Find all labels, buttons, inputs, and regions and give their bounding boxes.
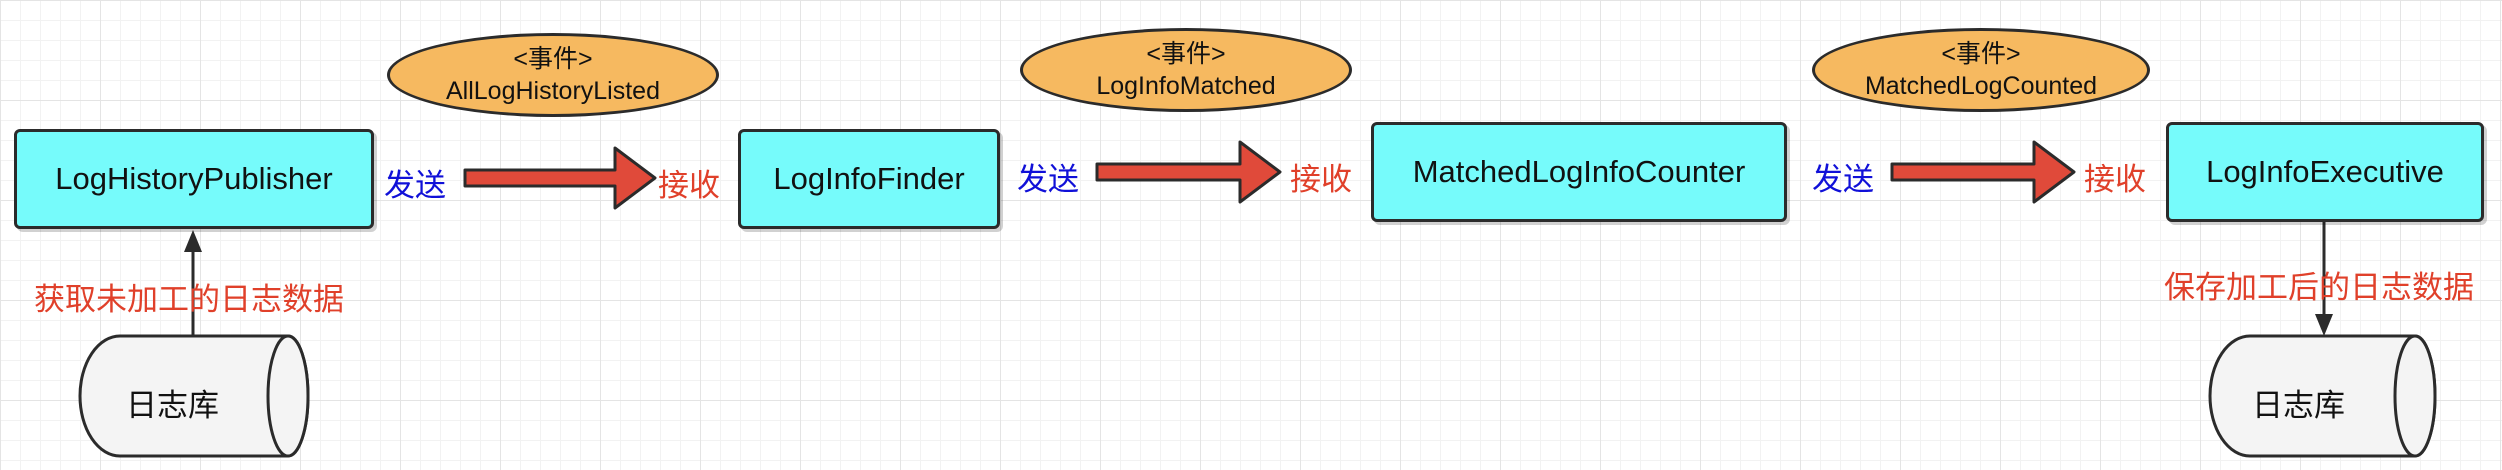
- node-log-info-executive: LogInfoExecutive: [2166, 122, 2484, 222]
- node-matched-log-info-counter: MatchedLogInfoCounter: [1371, 122, 1787, 222]
- send-arrow-2: [1095, 140, 1282, 204]
- send-arrow-1: [463, 146, 657, 210]
- node-log-info-finder: LogInfoFinder: [738, 129, 1000, 229]
- database-icon-1: [78, 334, 310, 458]
- send-label-2: 发送: [1017, 162, 1079, 197]
- receive-label-2: 接收: [1290, 162, 1352, 197]
- event-bubble-1: <事件> AllLogHistoryListed: [387, 33, 719, 117]
- write-note: 保存加工后的日志数据: [2164, 270, 2474, 305]
- event-tag: <事件>: [1146, 40, 1226, 68]
- database-label-1: 日志库: [126, 388, 219, 423]
- receive-label-1: 接收: [658, 168, 720, 203]
- event-bubble-3: <事件> MatchedLogCounted: [1812, 28, 2150, 112]
- node-log-history-publisher: LogHistoryPublisher: [14, 129, 374, 229]
- send-label-3: 发送: [1812, 162, 1874, 197]
- database-label-2: 日志库: [2252, 388, 2345, 423]
- database-icon-2: [2208, 334, 2437, 458]
- read-arrow: [184, 230, 202, 336]
- event-tag: <事件>: [513, 45, 593, 73]
- write-arrow: [2315, 222, 2333, 336]
- send-arrow-3: [1890, 140, 2076, 204]
- event-name: LogInfoMatched: [1096, 72, 1276, 100]
- event-name: AllLogHistoryListed: [446, 77, 660, 105]
- read-note: 获取未加工的日志数据: [34, 282, 344, 317]
- event-bubble-2: <事件> LogInfoMatched: [1020, 28, 1352, 112]
- send-label-1: 发送: [384, 168, 446, 203]
- event-name: MatchedLogCounted: [1864, 72, 2098, 100]
- event-tag: <事件>: [1941, 40, 2021, 68]
- receive-label-3: 接收: [2084, 162, 2146, 197]
